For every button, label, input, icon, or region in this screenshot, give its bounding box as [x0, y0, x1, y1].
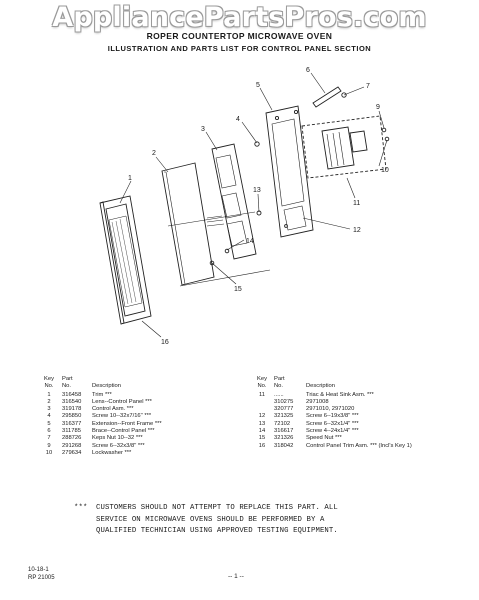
callout-16: 16 — [161, 339, 169, 346]
trim-part — [99, 195, 152, 325]
callout-5: 5 — [256, 82, 260, 89]
document-subtitle: ILLUSTRATION AND PARTS LIST FOR CONTROL … — [107, 44, 372, 53]
callout-4: 4 — [236, 116, 240, 123]
parts-row: 11......Triac & Heat Sink Asm. *** — [258, 391, 374, 398]
front-frame-extension-part — [265, 105, 314, 238]
notice-line: CUSTOMERS SHOULD NOT ATTEMPT TO REPLACE … — [96, 504, 338, 512]
parts-list-right: Key No. Part No. Description 11......Tri… — [250, 376, 412, 450]
footer-codes: 10-18-1 RP 21005 — [28, 567, 55, 582]
callout-3: 3 — [201, 126, 205, 133]
description-header: Description — [306, 383, 335, 390]
lens-part — [161, 162, 215, 286]
part-no-header: Part No. — [274, 376, 285, 390]
callout-9: 9 — [376, 104, 380, 111]
callout-7: 7 — [366, 83, 370, 90]
document-title: ROPER COUNTERTOP MICROWAVE OVEN — [146, 31, 333, 41]
callout-leaders — [119, 72, 388, 338]
footer-code-rp: RP 21005 — [28, 574, 55, 581]
callout-13: 13 — [253, 187, 261, 194]
callout-labels: 1 2 3 4 5 6 7 9 10 11 12 13 14 15 16 — [128, 67, 389, 346]
brace-part — [312, 86, 342, 108]
callout-10: 10 — [381, 167, 389, 174]
page-number: -- 1 -- — [228, 573, 244, 580]
heat-sink-part — [301, 115, 387, 179]
key-no-header: Key No. — [257, 376, 267, 390]
hardware-parts — [209, 92, 390, 266]
key-no-header: Key No. — [44, 376, 54, 390]
callout-6: 6 — [306, 67, 310, 74]
callout-11: 11 — [353, 200, 360, 207]
exploded-parts-diagram: 1 2 3 4 5 6 7 9 10 11 12 13 14 15 16 — [99, 67, 390, 346]
callout-12: 12 — [353, 227, 361, 234]
callout-1: 1 — [128, 175, 132, 182]
footer-code-date: 10-18-1 — [28, 567, 49, 573]
service-notice: *** CUSTOMERS SHOULD NOT ATTEMPT TO REPL… — [74, 503, 426, 538]
notice-marker: *** — [74, 504, 88, 512]
part-no-header: Part No. — [62, 376, 73, 390]
notice-line: SERVICE ON MICROWAVE OVENS SHOULD BE PER… — [96, 515, 325, 524]
control-board-part — [206, 143, 257, 260]
callout-14: 14 — [246, 238, 254, 245]
callout-2: 2 — [152, 150, 156, 157]
description-header: Description — [92, 383, 121, 390]
parts-list-header: Key No. Part No. Description — [250, 376, 412, 391]
notice-line: QUALIFIED TECHNICIAN USING APPROVED TEST… — [96, 527, 338, 535]
callout-15: 15 — [234, 286, 242, 293]
watermark-logo: AppliancePartsPros.com — [52, 2, 427, 33]
parts-list-header: Key No. Part No. Description — [36, 376, 162, 391]
